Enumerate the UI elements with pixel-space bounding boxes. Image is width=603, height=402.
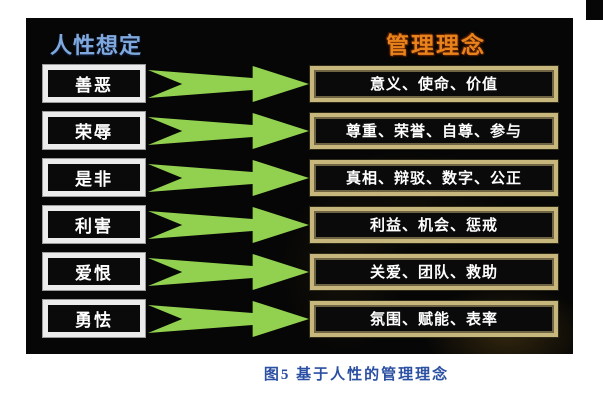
management-concept-label: 利益、机会、惩戒 [369, 217, 498, 234]
management-concept-label: 真相、辩驳、数字、公正 [345, 170, 522, 187]
column-header-management-concept: 管理理念 [386, 32, 486, 58]
human-nature-label: 勇怯 [75, 311, 113, 330]
right-arrow-icon [148, 65, 309, 102]
human-nature-label: 利害 [75, 217, 113, 236]
right-arrow-icon [148, 253, 309, 290]
human-nature-box: 勇怯 [43, 300, 145, 337]
right-arrow-icon [148, 300, 309, 337]
human-nature-label: 爱恨 [75, 264, 113, 283]
management-concept-box: 关爱、团队、救助 [310, 253, 558, 290]
human-nature-label: 是非 [75, 170, 113, 189]
human-nature-box: 是非 [43, 159, 145, 196]
management-concept-box: 氛围、赋能、表率 [310, 300, 558, 337]
management-concept-label: 关爱、团队、救助 [369, 264, 498, 281]
human-nature-box: 利害 [43, 206, 145, 243]
human-nature-box: 善恶 [43, 65, 145, 102]
mapping-rows: 善恶 意义、使命、价值 荣辱 尊重、荣誉、自尊、参与 [26, 60, 573, 342]
management-concept-box: 尊重、荣誉、自尊、参与 [310, 112, 558, 149]
mapping-row-good-evil: 善恶 意义、使命、价值 [26, 60, 573, 107]
column-header-human-nature: 人性想定 [49, 33, 142, 58]
scan-artifact [586, 0, 603, 20]
right-arrow-icon [148, 112, 309, 149]
human-nature-box: 爱恨 [43, 253, 145, 290]
management-concept-label: 意义、使命、价值 [369, 76, 498, 93]
management-concept-box: 意义、使命、价值 [310, 65, 558, 102]
management-concept-box: 真相、辩驳、数字、公正 [310, 159, 558, 196]
right-arrow-icon [148, 206, 309, 243]
management-concept-label: 尊重、荣誉、自尊、参与 [345, 123, 522, 140]
human-nature-label: 荣辱 [75, 123, 113, 142]
management-concept-label: 氛围、赋能、表率 [369, 311, 498, 328]
mapping-row-courage-timidity: 勇怯 氛围、赋能、表率 [26, 295, 573, 342]
slide-background: 人性想定 管理理念 善恶 意义、使命、价值 荣辱 [26, 18, 573, 354]
human-nature-box: 荣辱 [43, 112, 145, 149]
mapping-row-honor-disgrace: 荣辱 尊重、荣誉、自尊、参与 [26, 107, 573, 154]
human-nature-label: 善恶 [75, 76, 113, 95]
right-arrow-icon [148, 159, 309, 196]
figure-caption: 图5 基于人性的管理理念 [263, 367, 450, 383]
mapping-row-love-hate: 爱恨 关爱、团队、救助 [26, 248, 573, 295]
management-concept-box: 利益、机会、惩戒 [310, 206, 558, 243]
mapping-row-right-wrong: 是非 真相、辩驳、数字、公正 [26, 154, 573, 201]
mapping-row-gain-loss: 利害 利益、机会、惩戒 [26, 201, 573, 248]
